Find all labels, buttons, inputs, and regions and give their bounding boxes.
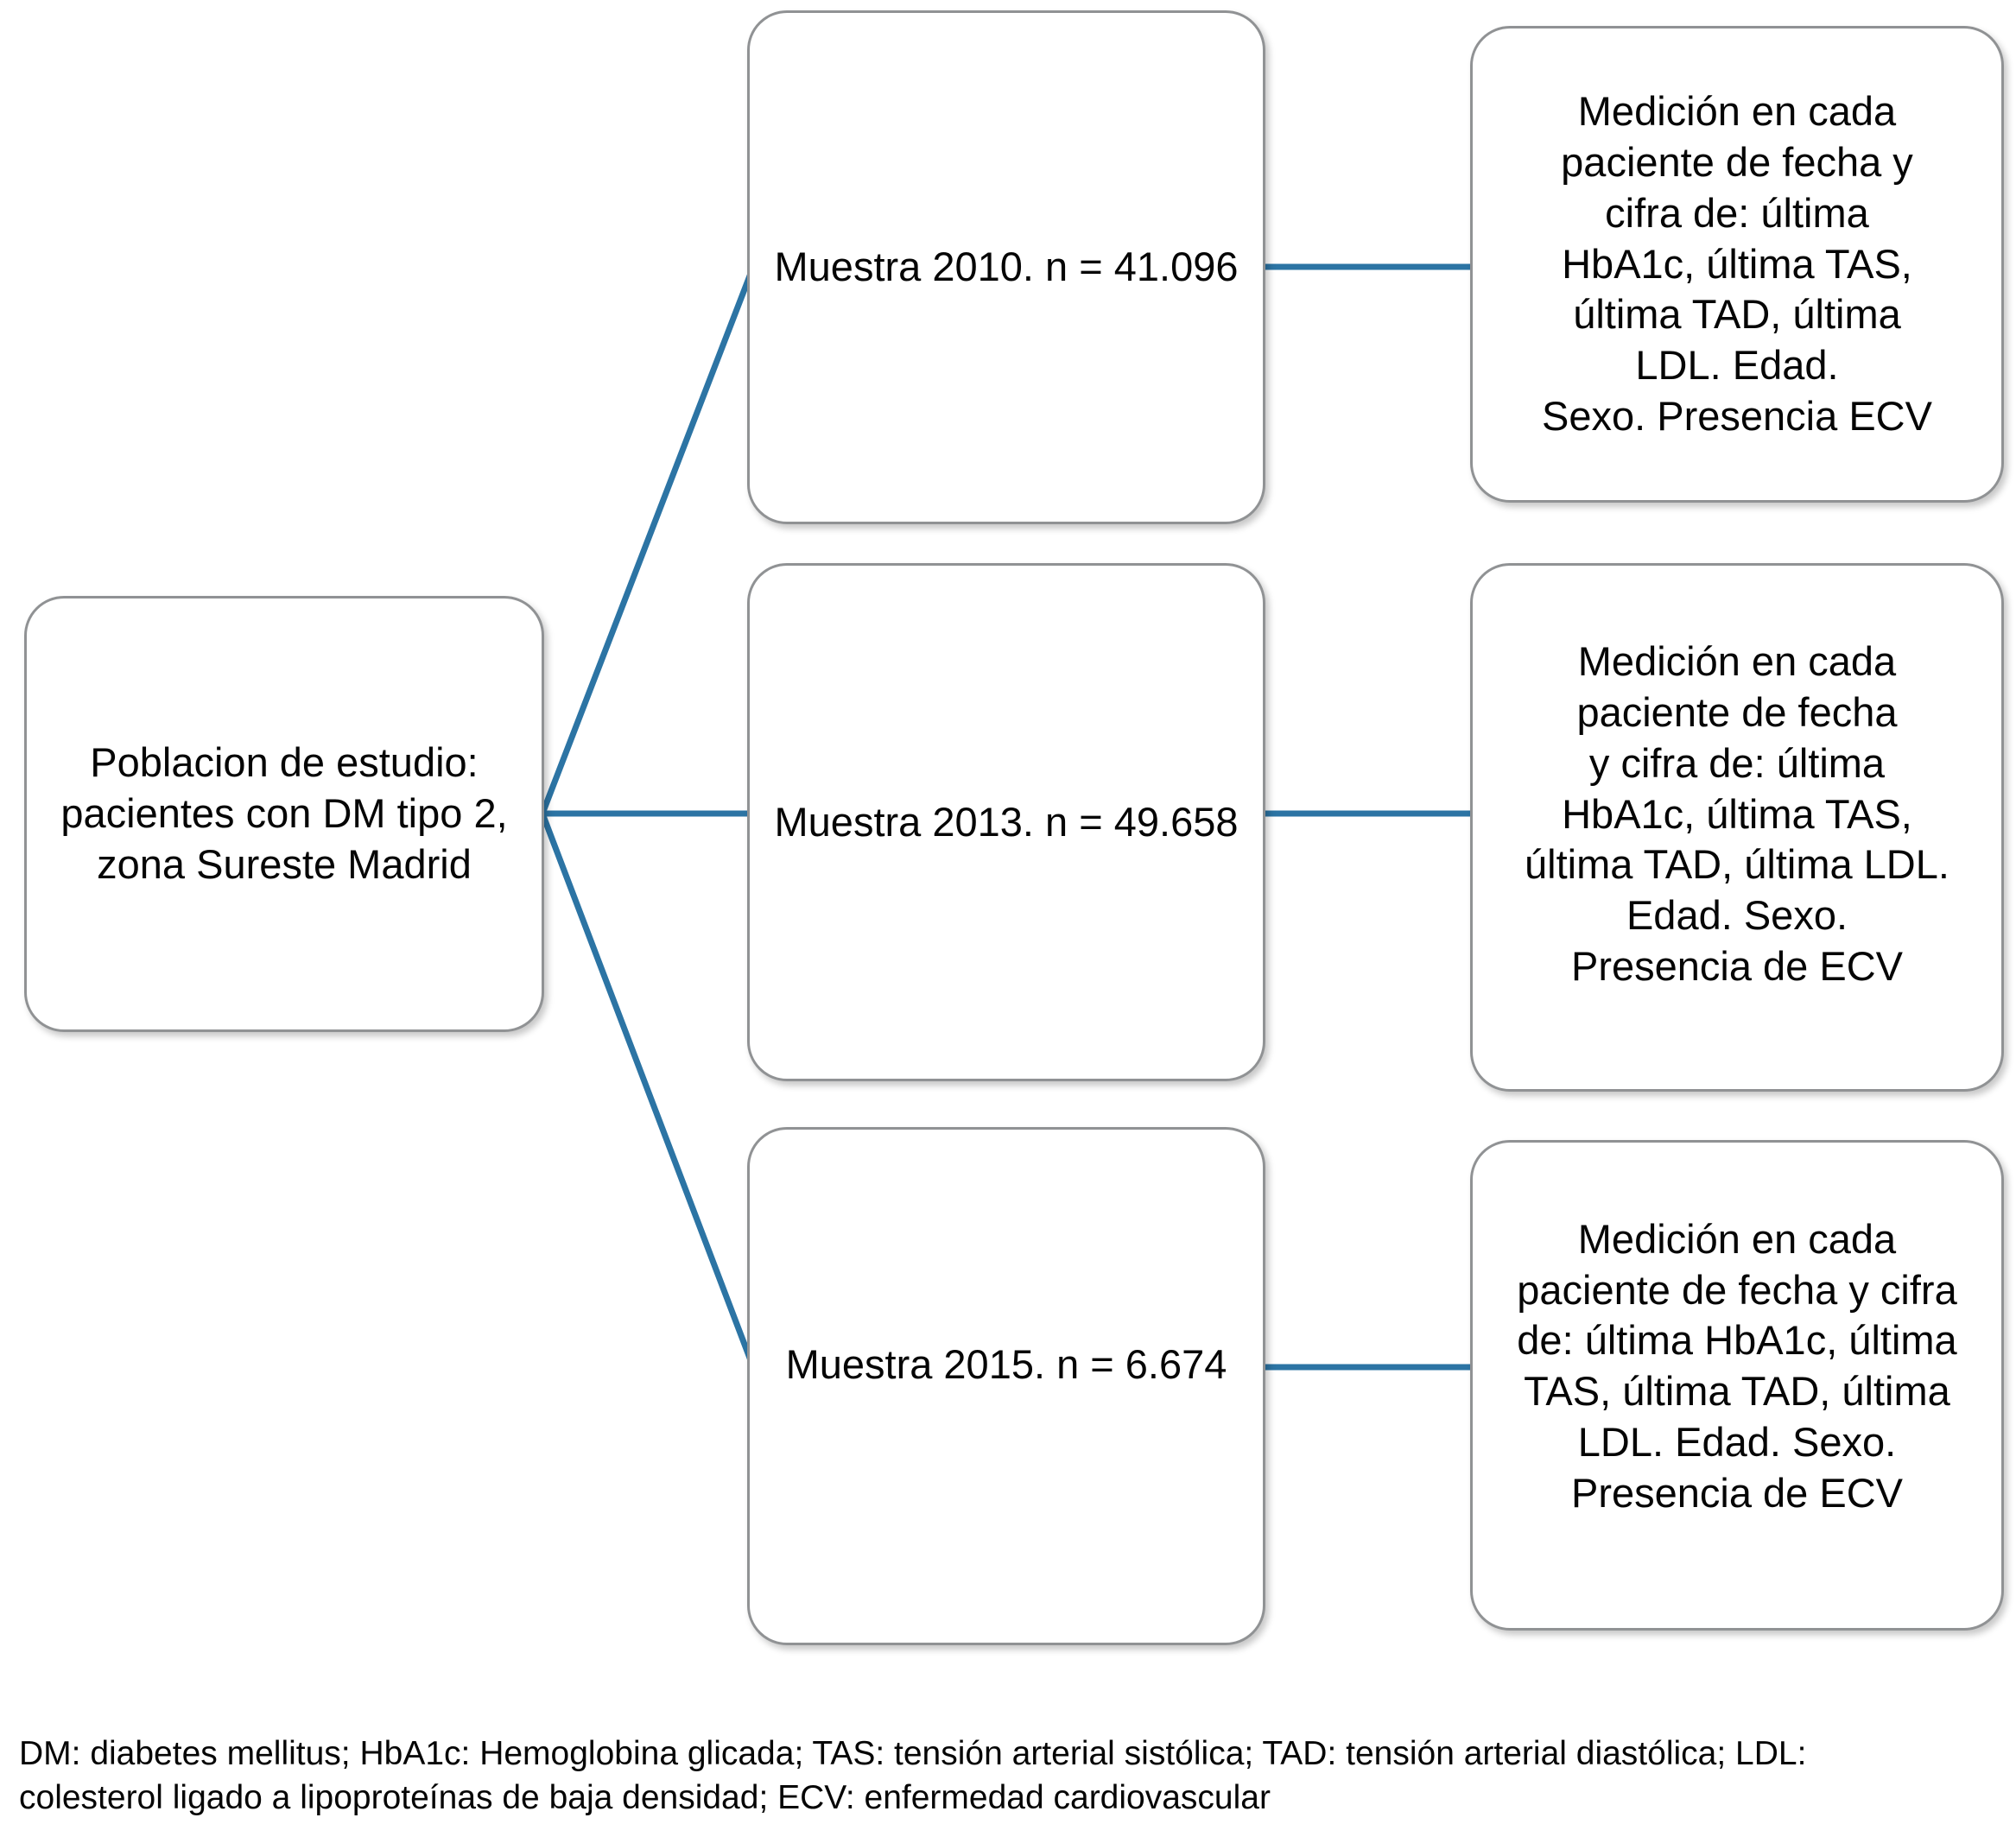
footnote-line-1: DM: diabetes mellitus; HbA1c: Hemoglobin… xyxy=(19,1735,1807,1772)
measurement-2010-text: Medición en cada paciente de fecha y cif… xyxy=(1542,88,1932,439)
sample-2013-label: Muestra 2013. n = 49.658 xyxy=(774,798,1239,845)
population-box-text: Poblacion de estudio: pacientes con DM t… xyxy=(60,739,508,887)
measurement-2013-text: Medición en cada paciente de fecha y cif… xyxy=(1525,638,1949,989)
sample-2015-label: Muestra 2015. n = 6.674 xyxy=(785,1340,1227,1387)
footnote: DM: diabetes mellitus; HbA1c: Hemoglobin… xyxy=(19,1732,2006,1821)
sample-2010-box: Muestra 2010. n = 41.096 xyxy=(747,10,1265,524)
population-box: Poblacion de estudio: pacientes con DM t… xyxy=(24,596,544,1032)
connector-population-to-2015 xyxy=(539,810,757,1371)
measurement-2015-box: Medición en cada paciente de fecha y cif… xyxy=(1470,1140,2004,1631)
sample-2010-label: Muestra 2010. n = 41.096 xyxy=(774,244,1239,290)
sample-2013-box: Muestra 2013. n = 49.658 xyxy=(747,563,1265,1081)
footnote-line-2: colesterol ligado a lipoproteínas de baj… xyxy=(19,1779,1271,1817)
connector-population-to-2010 xyxy=(539,263,757,817)
measurement-2010-box: Medición en cada paciente de fecha y cif… xyxy=(1470,26,2004,503)
sample-2015-box: Muestra 2015. n = 6.674 xyxy=(747,1127,1265,1645)
measurement-2013-box: Medición en cada paciente de fecha y cif… xyxy=(1470,563,2004,1092)
measurement-2015-text: Medición en cada paciente de fecha y cif… xyxy=(1517,1215,1957,1516)
